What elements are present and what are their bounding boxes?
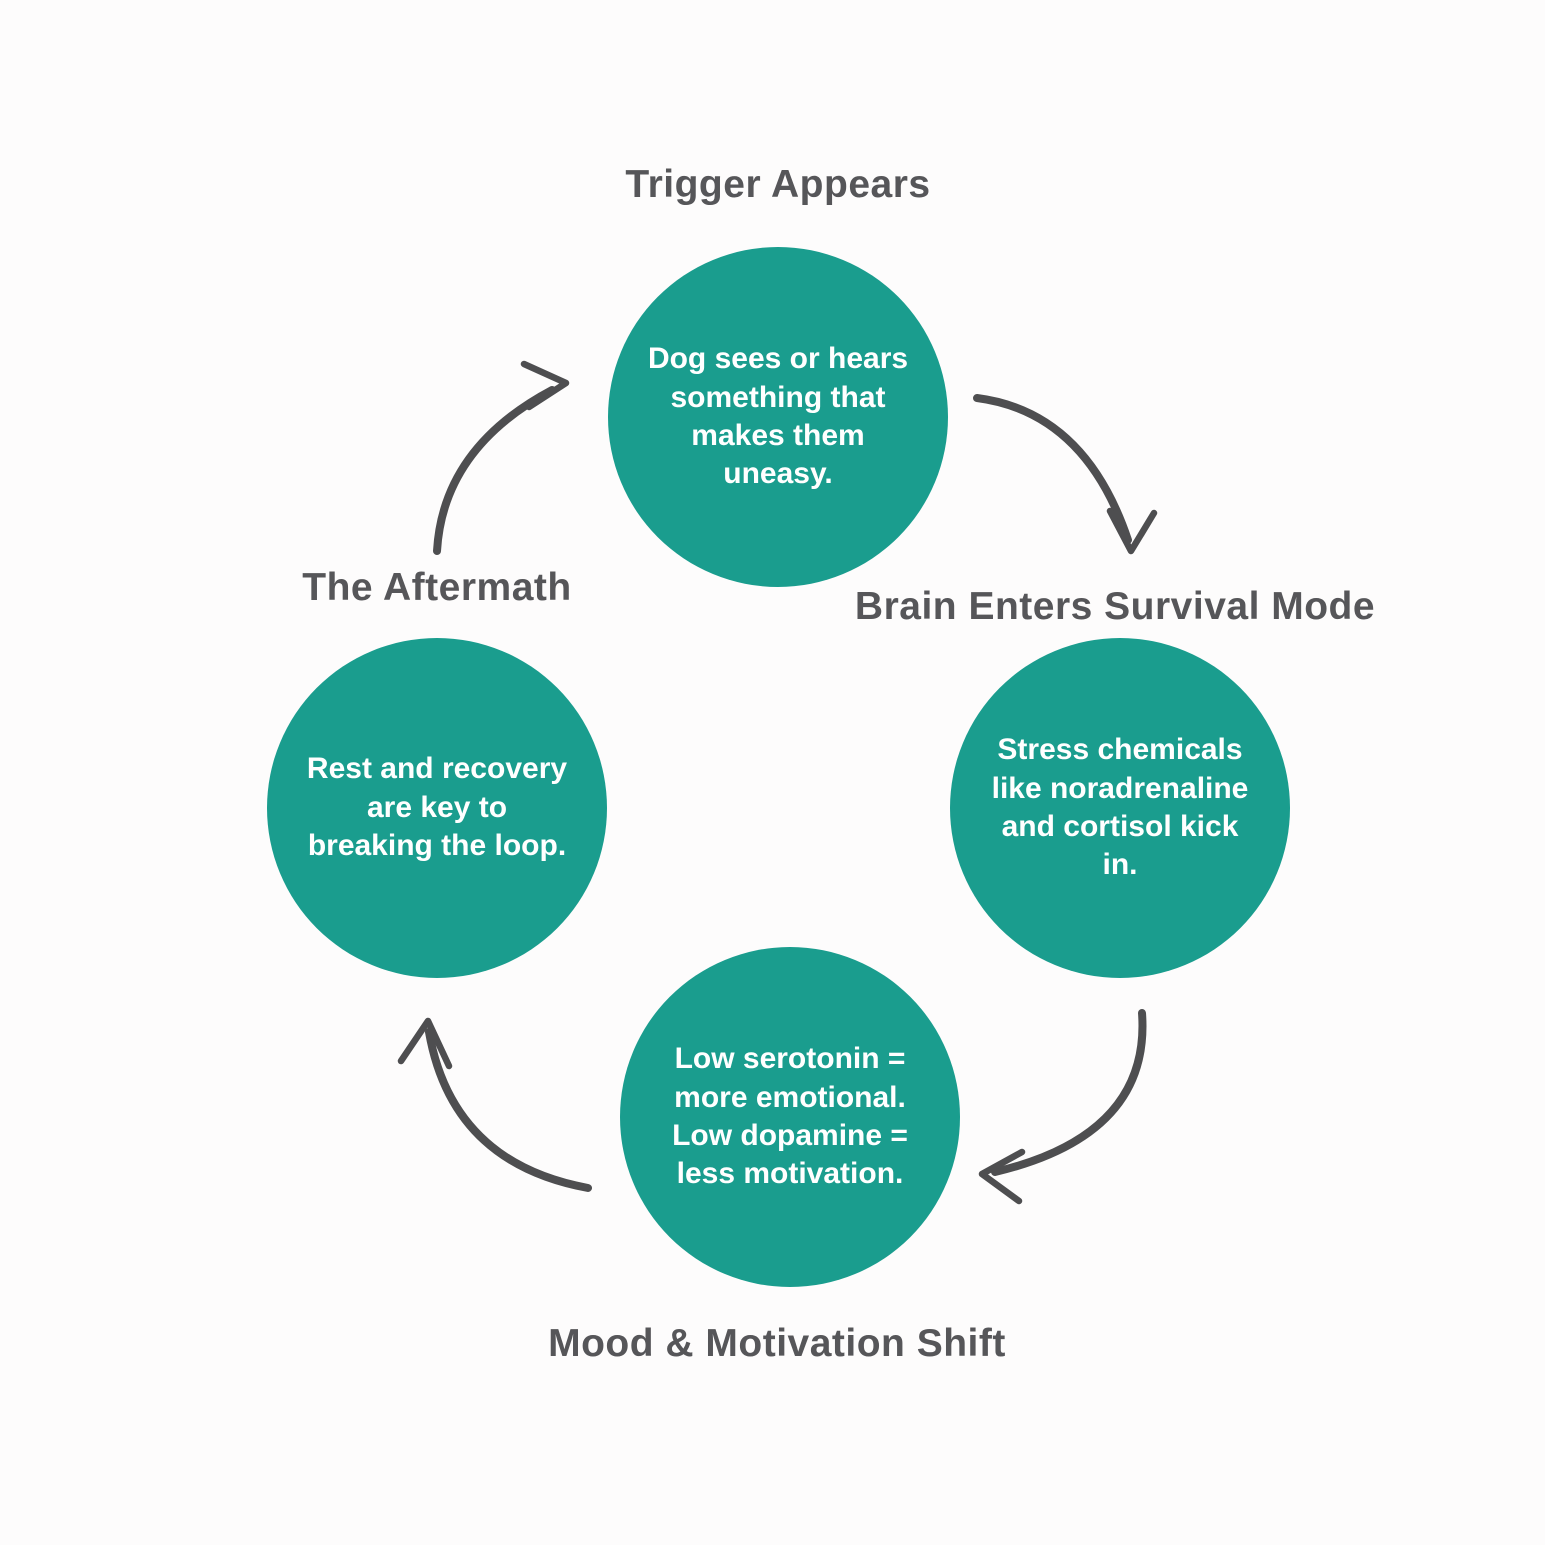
- stage-label-survival: Brain Enters Survival Mode: [854, 585, 1376, 628]
- stage-circle-trigger: Dog sees or hears something that makes t…: [608, 247, 948, 587]
- arrow-mood-to-aftermath-icon: [397, 1017, 592, 1192]
- stage-circle-mood: Low serotonin = more emotional. Low dopa…: [620, 947, 960, 1287]
- stage-label-mood: Mood & Motivation Shift: [548, 1322, 1006, 1365]
- arrow-aftermath-to-trigger-icon: [433, 360, 570, 555]
- stage-circle-mood-text: Low serotonin = more emotional. Low dopa…: [672, 1042, 908, 1191]
- stage-circle-survival: Stress chemicals like noradrenaline and …: [950, 638, 1290, 978]
- arrow-trigger-to-survival-icon: [973, 394, 1158, 555]
- stage-label-aftermath: The Aftermath: [302, 566, 572, 609]
- stage-circle-aftermath-text: Rest and recovery are key to breaking th…: [306, 752, 568, 863]
- stage-label-trigger: Trigger Appears: [625, 163, 931, 206]
- stage-circle-trigger-text: Dog sees or hears something that makes t…: [647, 342, 909, 491]
- arrow-survival-to-mood-icon: [978, 1009, 1147, 1205]
- stage-circle-survival-text: Stress chemicals like noradrenaline and …: [991, 733, 1249, 882]
- stage-circle-aftermath: Rest and recovery are key to breaking th…: [267, 638, 607, 978]
